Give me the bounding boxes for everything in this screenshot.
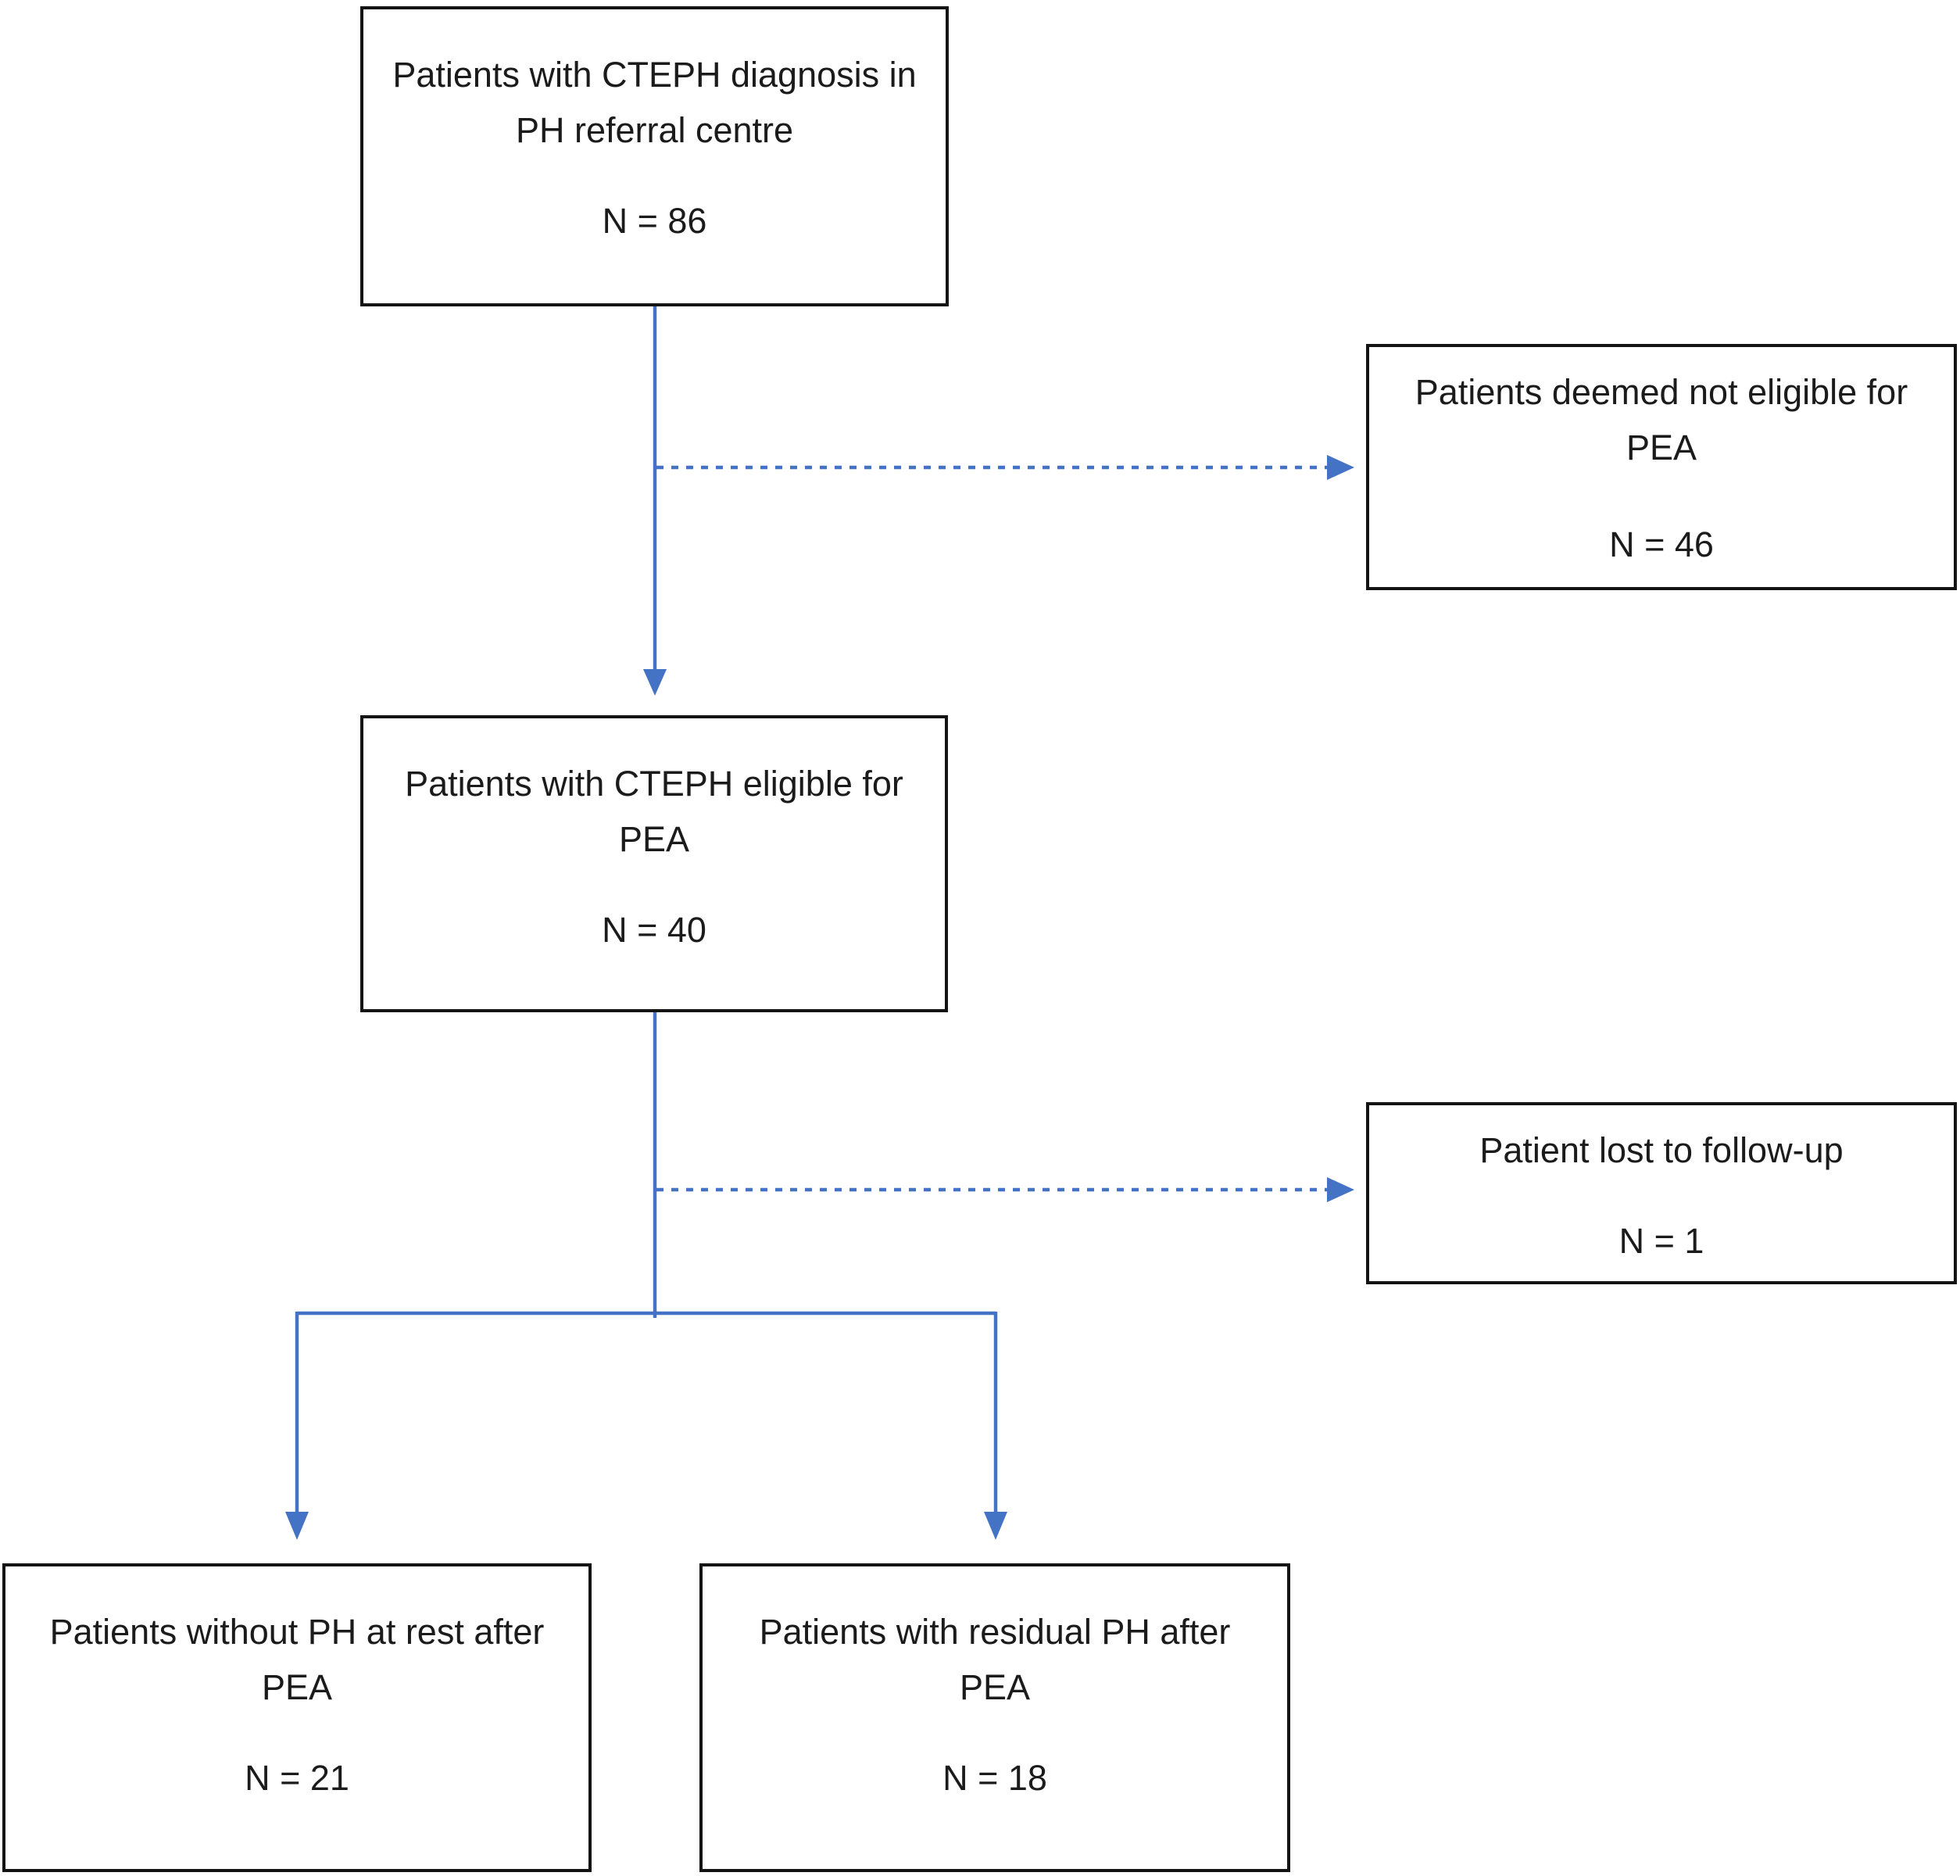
box-count: N = 40	[602, 910, 706, 950]
arrowhead-down-eligible	[643, 669, 667, 696]
box-text-line: Patients deemed not eligible for	[1415, 372, 1908, 412]
box-text-line: PH referral centre	[515, 110, 794, 150]
box-text-line: Patients with CTEPH eligible for	[405, 764, 903, 804]
box-cteph-eligible-pea: Patients with CTEPH eligible for PEA N =…	[360, 715, 948, 1012]
box-text-line: PEA	[261, 1667, 333, 1707]
box-text-line: Patient lost to follow-up	[1479, 1130, 1844, 1170]
arrowhead-down-no-ph	[285, 1512, 309, 1540]
box-text-line: Patients with residual PH after	[759, 1612, 1231, 1652]
box-text-line: PEA	[1626, 428, 1697, 467]
box-count: N = 46	[1609, 524, 1714, 564]
box-count: N = 86	[602, 201, 707, 241]
box-text-line: PEA	[959, 1667, 1031, 1707]
box-text-line: Patients without PH at rest after	[49, 1612, 545, 1652]
box-count: N = 1	[1618, 1221, 1704, 1261]
box-not-eligible-pea: Patients deemed not eligible for PEA N =…	[1366, 344, 1957, 590]
box-count: N = 18	[942, 1758, 1047, 1798]
arrowhead-right-lost	[1327, 1177, 1354, 1202]
arrowhead-right-not-eligible	[1327, 455, 1354, 480]
box-lost-to-followup: Patient lost to follow-up N = 1	[1366, 1102, 1957, 1284]
box-count: N = 21	[245, 1758, 349, 1798]
box-cteph-diagnosis: Patients with CTEPH diagnosis in PH refe…	[360, 6, 949, 306]
arrowhead-down-residual	[984, 1512, 1007, 1540]
box-text-line: Patients with CTEPH diagnosis in	[392, 55, 917, 95]
box-text-line: PEA	[618, 819, 690, 859]
box-without-ph-after-pea: Patients without PH at rest after PEA N …	[2, 1563, 592, 1872]
box-residual-ph-after-pea: Patients with residual PH after PEA N = …	[699, 1563, 1290, 1872]
